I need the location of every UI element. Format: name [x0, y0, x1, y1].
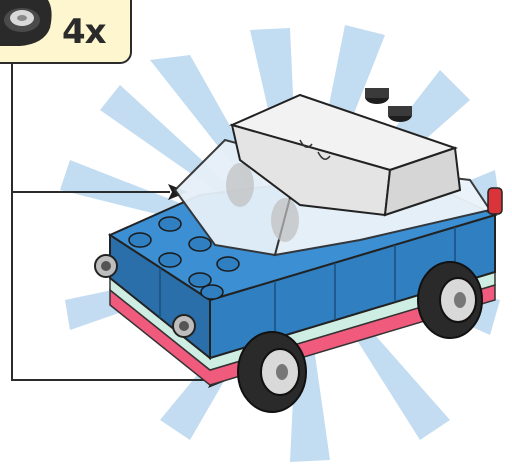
rear-wheel — [418, 262, 482, 338]
tail-light — [488, 188, 502, 214]
front-wheel — [238, 332, 306, 412]
